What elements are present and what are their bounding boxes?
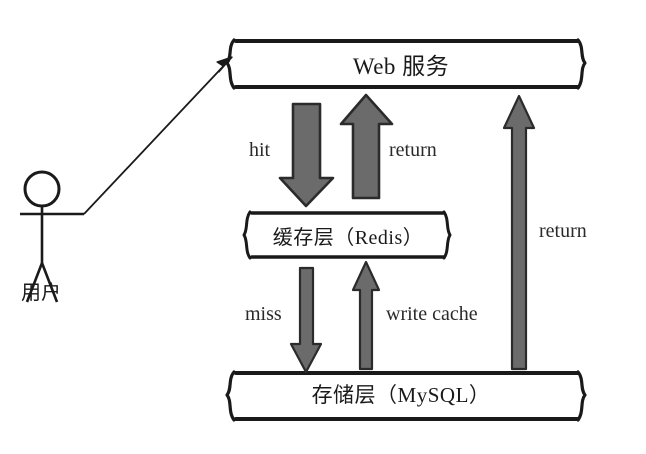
arrow-hit-down <box>278 102 335 208</box>
stick-figure-head <box>23 170 61 208</box>
web-service-right-brace <box>576 38 587 90</box>
edge-label-return-cache: return <box>389 139 437 161</box>
arrow-return-cache-up <box>339 93 394 200</box>
storage-layer-right-brace <box>576 370 587 422</box>
cache-layer-left-brace <box>242 210 252 260</box>
edge-label-return-storage: return <box>539 220 587 242</box>
storage-layer-left-brace <box>225 370 236 422</box>
storage-layer-label: 存储层（MySQL） <box>311 383 491 407</box>
cache-layer-right-brace <box>442 210 452 260</box>
user-to-web-arrowhead <box>216 56 233 73</box>
stick-figure-right-leg <box>40 262 59 303</box>
user-to-web-line <box>83 56 233 215</box>
node-cache-layer <box>242 210 452 260</box>
node-storage-layer <box>225 370 587 422</box>
edge-label-hit: hit <box>249 139 271 161</box>
cache-layer-label: 缓存层（Redis） <box>272 227 424 249</box>
web-service-left-brace <box>225 38 236 90</box>
edge-user-to-web-service <box>83 56 233 215</box>
arrow-write-cache-up <box>351 260 381 371</box>
arrow-miss-down <box>289 266 323 374</box>
arrow-return-storage-up <box>502 94 536 371</box>
actor-label-user: 用户 <box>21 282 61 304</box>
stick-figure-icon <box>20 170 84 303</box>
edge-label-write-cache: write cache <box>386 303 478 325</box>
edge-label-miss: miss <box>245 303 282 325</box>
web-service-label: Web 服务 <box>352 54 450 79</box>
stick-figure-left-leg <box>25 262 44 303</box>
